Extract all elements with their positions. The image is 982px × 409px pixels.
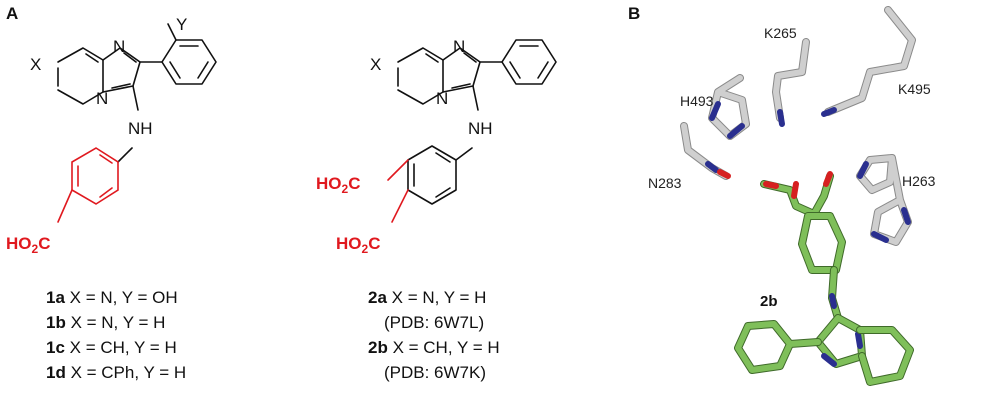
- compound-list-1: 1a X = N, Y = OH 1b X = N, Y = H 1c X = …: [46, 288, 186, 382]
- acid-group-2b: HO2C: [336, 234, 380, 256]
- compound-2a-pdb: (PDB: 6W7L): [384, 313, 484, 332]
- atom-n-bridge-2: N: [436, 89, 448, 108]
- atom-n-imid-2: N: [453, 37, 465, 56]
- residue-label-k265: K265: [764, 25, 797, 41]
- residue-label-k495: K495: [898, 81, 931, 97]
- compound-1b: 1b X = N, Y = H: [46, 313, 165, 332]
- atom-x-2: X: [370, 55, 381, 74]
- residue-k265-sticks: [772, 38, 810, 127]
- residue-h493-sticks: [708, 74, 750, 140]
- ligand-label: 2b: [760, 293, 778, 310]
- residue-label-n283: N283: [648, 175, 682, 191]
- compound-list-2: 2a X = N, Y = H (PDB: 6W7L) 2b X = CH, Y…: [368, 288, 500, 382]
- residue-h263-sticks: [856, 154, 912, 246]
- structure-2: [387, 39, 557, 223]
- residue-k495-sticks: [821, 6, 916, 117]
- residue-label-h493: H493: [680, 93, 714, 109]
- compound-2a: 2a X = N, Y = H: [368, 288, 486, 307]
- ligand-2b-sticks: [734, 171, 914, 386]
- atom-x-1: X: [30, 55, 41, 74]
- compound-2b-pdb: (PDB: 6W7K): [384, 363, 486, 382]
- atom-nh-1: NH: [128, 119, 153, 138]
- atom-y-1: Y: [176, 15, 187, 34]
- panel-a-label: A: [6, 4, 18, 23]
- compound-1c: 1c X = CH, Y = H: [46, 338, 177, 357]
- panel-b-label: B: [628, 4, 640, 23]
- compound-2b: 2b X = CH, Y = H: [368, 338, 500, 357]
- acid-group-2a: HO2C: [316, 174, 360, 196]
- atom-n-imid-1: N: [113, 37, 125, 56]
- compound-1d: 1d X = CPh, Y = H: [46, 363, 186, 382]
- atom-n-bridge-1: N: [96, 89, 108, 108]
- structure-1: [57, 23, 217, 223]
- crystal-structure-view: [680, 6, 916, 386]
- residue-n283-sticks: [680, 122, 731, 180]
- residue-label-h263: H263: [902, 173, 936, 189]
- acid-group-1: HO2C: [6, 234, 50, 256]
- atom-nh-2: NH: [468, 119, 493, 138]
- compound-1a: 1a X = N, Y = OH: [46, 288, 178, 307]
